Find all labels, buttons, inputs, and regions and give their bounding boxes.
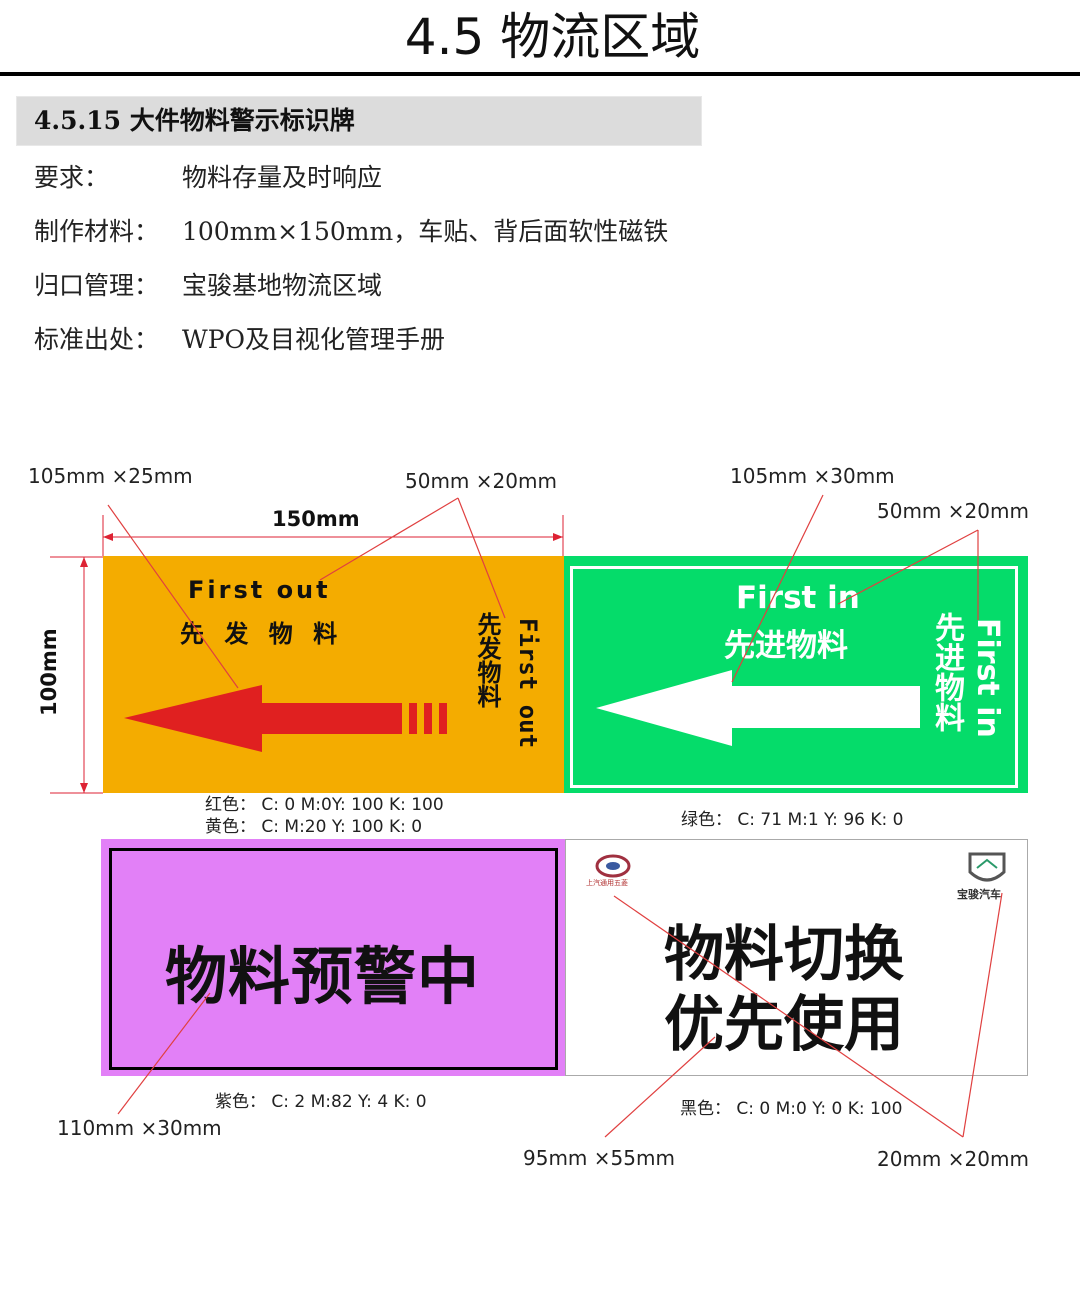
red-bar-icon [439, 703, 447, 734]
spec-label-standard: 标准出处： [34, 325, 160, 354]
section-title: 4.5.15 大件物料警示标识牌 [34, 106, 355, 135]
spec-label-management: 归口管理： [34, 271, 160, 300]
purple-sign-text: 物料预警中 [165, 940, 481, 1013]
spec-value-management: 宝骏基地物流区域 [182, 271, 383, 300]
baojun-logo-text: 宝骏汽车 [957, 888, 1001, 901]
spec-value-requirement: 物料存量及时响应 [182, 163, 383, 192]
sgmw-logo-text: 上汽通用五菱 [586, 879, 628, 887]
white-sign-line1: 物料切换 [664, 920, 904, 990]
dim-label-width: 150mm [272, 507, 360, 531]
color-note-black: 黑色： C: 0 M:0 Y: 0 K: 100 [680, 1099, 903, 1119]
yellow-sign-en-text: First out [188, 576, 331, 604]
white-arrow-icon [596, 670, 920, 746]
spec-label-material: 制作材料： [34, 217, 160, 246]
yellow-sign-side-en: First out [514, 618, 542, 749]
spec-label-requirement: 要求： [34, 163, 110, 192]
yellow-sign-side-cn: 先发物料 [473, 612, 501, 708]
leader-lines [107, 494, 1003, 1138]
color-note-purple: 紫色： C: 2 M:82 Y: 4 K: 0 [215, 1092, 427, 1112]
spec-value-material: 100mm×150mm，车贴、背后面软性磁铁 [182, 217, 669, 246]
dim-label-green-side: 50mm ×20mm [877, 499, 1029, 523]
dim-label-height: 100mm [37, 628, 61, 716]
title-divider [0, 72, 1080, 76]
green-sign-en-text: First in [736, 580, 860, 616]
red-bar-icon [409, 703, 417, 734]
red-arrow-icon [124, 685, 402, 752]
spec-value-standard: WPO及目视化管理手册 [182, 325, 446, 354]
green-sign-side-cn: 先进物料 [929, 612, 964, 732]
green-sign-cn-text: 先进物料 [724, 628, 848, 664]
page-title: 4.5 物流区域 [404, 8, 701, 66]
dim-label-green-arrow: 105mm ×30mm [730, 464, 895, 488]
green-sign-side-en: First in [970, 618, 1005, 738]
dim-label-yellow-side: 50mm ×20mm [405, 469, 557, 493]
green-sign-inner-border [570, 566, 1018, 788]
green-first-in-sign [564, 556, 1028, 793]
red-bar-icon [424, 703, 432, 734]
white-sign-line2: 优先使用 [664, 990, 904, 1060]
section-header-bar [16, 96, 702, 146]
purple-warning-sign [101, 839, 566, 1076]
purple-sign-inner-border [109, 848, 558, 1070]
baojun-logo-icon [968, 852, 1006, 882]
white-switch-sign [565, 839, 1028, 1076]
color-note-green: 绿色： C: 71 M:1 Y: 96 K: 0 [681, 810, 904, 830]
dim-label-logos: 20mm ×20mm [877, 1147, 1029, 1171]
color-note-red: 红色： C: 0 M:0Y: 100 K: 100 [205, 795, 444, 815]
dim-label-yellow-arrow: 105mm ×25mm [28, 464, 193, 488]
sgmw-logo-icon [595, 854, 631, 878]
yellow-first-out-sign [103, 556, 564, 793]
color-note-yellow: 黄色： C: M:20 Y: 100 K: 0 [205, 817, 423, 837]
dim-label-white-text: 95mm ×55mm [523, 1146, 675, 1170]
dim-label-purple-text: 110mm ×30mm [57, 1116, 222, 1140]
